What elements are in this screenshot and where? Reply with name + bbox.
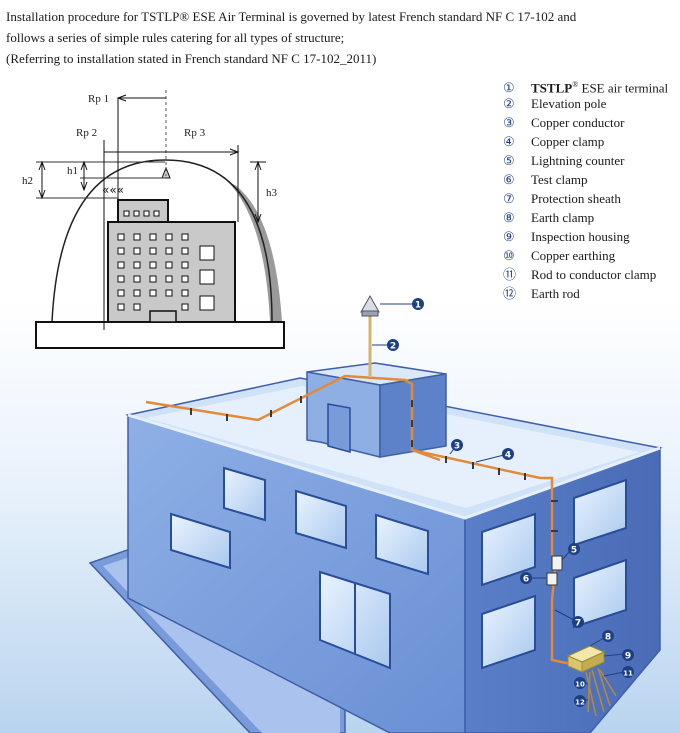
- legend-number: ①: [503, 80, 515, 96]
- label-rp2: Rp 2: [76, 127, 97, 139]
- legend-registered-mark: ®: [572, 80, 579, 89]
- arrow-chevrons: «««: [102, 183, 124, 197]
- callout-circle-9: [622, 649, 634, 661]
- callout-circle-8: [602, 630, 614, 642]
- legend-label: ESE air terminal: [578, 80, 669, 96]
- legend-number: ②: [503, 96, 515, 111]
- callout-number-6: 6: [523, 575, 529, 585]
- callout-circle-5: [568, 543, 580, 555]
- legend-item: ⑨ Inspection housing: [503, 227, 668, 246]
- label-h3: h3: [266, 187, 278, 199]
- diagram-terminal: [161, 166, 171, 179]
- label-h1: h1: [67, 165, 78, 177]
- legend-item: ⑪ Rod to conductor clamp: [503, 265, 668, 284]
- legend-item: ④ Copper clamp: [503, 132, 668, 151]
- protection-radius-diagram: ««« Rp 1 Rp 2 Rp 3 h1 h2 h3: [22, 90, 285, 349]
- legend-number: ⑤: [503, 153, 515, 168]
- legend-item: ⑩ Copper earthing: [503, 246, 668, 265]
- callout-number-3: 3: [454, 442, 460, 452]
- terminal-base: [361, 310, 379, 317]
- parapet-highlight: [127, 413, 661, 520]
- legend-item: ⑧ Earth clamp: [503, 208, 668, 227]
- h1-arrows: [80, 160, 88, 192]
- legend-label: Inspection housing: [531, 229, 630, 244]
- intro-line-1: Installation procedure for TSTLP® ESE Ai…: [6, 9, 577, 24]
- callout-number-10: 10: [575, 681, 585, 689]
- label-rp1: Rp 1: [88, 93, 109, 105]
- building-3d: [88, 362, 663, 733]
- callout-circle-12: [574, 695, 586, 707]
- dome-shadow: [228, 182, 282, 322]
- component-legend: ① TSTLP® ESE air terminal ② Elevation pole ③…: [503, 75, 668, 303]
- conductor-branch: [411, 448, 441, 462]
- callout-circle-1: [412, 298, 424, 310]
- legend-number: ⑧: [503, 210, 515, 225]
- legend-label: Rod to conductor clamp: [531, 267, 657, 282]
- callout-number-1: 1: [415, 301, 421, 311]
- front-windows: [170, 466, 429, 576]
- label-rp3: Rp 3: [184, 127, 206, 139]
- roof-box-door: [327, 403, 351, 453]
- callout-number-8: 8: [605, 633, 611, 643]
- legend-number: ⑫: [503, 286, 517, 301]
- legend-item: ⑤ Lightning counter: [503, 151, 668, 170]
- legend-label: Elevation pole: [531, 96, 607, 111]
- callout-circle-10: [574, 677, 586, 689]
- callout-circle-2: [387, 339, 399, 351]
- legend-number: ⑨: [503, 229, 515, 244]
- legend-label: Test clamp: [531, 172, 588, 187]
- legend-number: ⑦: [503, 191, 515, 206]
- lightning-counter: [551, 555, 563, 571]
- intro-text: Installation procedure for TSTLP® ESE Ai…: [6, 6, 674, 69]
- callout-circle-3: [451, 439, 463, 451]
- legend-number: ⑩: [503, 248, 515, 263]
- legend-item: ② Elevation pole: [503, 94, 668, 113]
- legend-item: ① TSTLP® ESE air terminal: [503, 75, 669, 96]
- callout-circle-6: [520, 572, 532, 584]
- diagram-door: [149, 310, 177, 323]
- legend-label: Copper clamp: [531, 134, 605, 149]
- callout-number-4: 4: [505, 451, 511, 461]
- callout-number-9: 9: [625, 652, 631, 662]
- label-h2: h2: [22, 175, 33, 187]
- side-windows: [481, 478, 627, 670]
- legend-label: Copper earthing: [531, 248, 616, 263]
- ground-slab: [35, 321, 285, 349]
- legend-label: Lightning counter: [531, 153, 625, 168]
- callout-circle-11: [622, 666, 634, 678]
- copper-clamps: [190, 396, 558, 532]
- callout-number-7: 7: [575, 619, 581, 629]
- intro-line-3: (Referring to installation stated in Fre…: [6, 51, 377, 66]
- legend-label: Copper conductor: [531, 115, 625, 130]
- legend-number: ⑪: [503, 267, 517, 282]
- callout-circle-7: [572, 616, 584, 628]
- callout-number-5: 5: [571, 546, 577, 556]
- lightning-protection-system: [145, 294, 617, 717]
- legend-item: ⑫ Earth rod: [503, 284, 668, 303]
- diagram-windows: [117, 210, 215, 311]
- protection-dome: [51, 159, 273, 323]
- legend-label: Earth rod: [531, 286, 580, 301]
- legend-brand: TSTLP: [531, 80, 573, 96]
- legend-label: Earth clamp: [531, 210, 595, 225]
- earth-rods: [585, 667, 617, 717]
- callout-number-2: 2: [390, 342, 396, 352]
- copper-conductor-path: [145, 374, 581, 668]
- callout-number-12: 12: [575, 699, 585, 707]
- intro-line-2: follows a series of simple rules caterin…: [6, 30, 345, 45]
- callout-circle-4: [502, 448, 514, 460]
- legend-number: ⑥: [503, 172, 515, 187]
- legend-number: ④: [503, 134, 515, 149]
- legend-item: ③ Copper conductor: [503, 113, 668, 132]
- legend-item: ⑥ Test clamp: [503, 170, 668, 189]
- housing-side: [581, 651, 605, 673]
- test-clamp: [546, 572, 558, 586]
- legend-label: Protection sheath: [531, 191, 621, 206]
- callout-number-11: 11: [623, 670, 633, 678]
- legend-item: ⑦ Protection sheath: [503, 189, 668, 208]
- h2-arrows: [38, 160, 46, 200]
- legend-number: ③: [503, 115, 515, 130]
